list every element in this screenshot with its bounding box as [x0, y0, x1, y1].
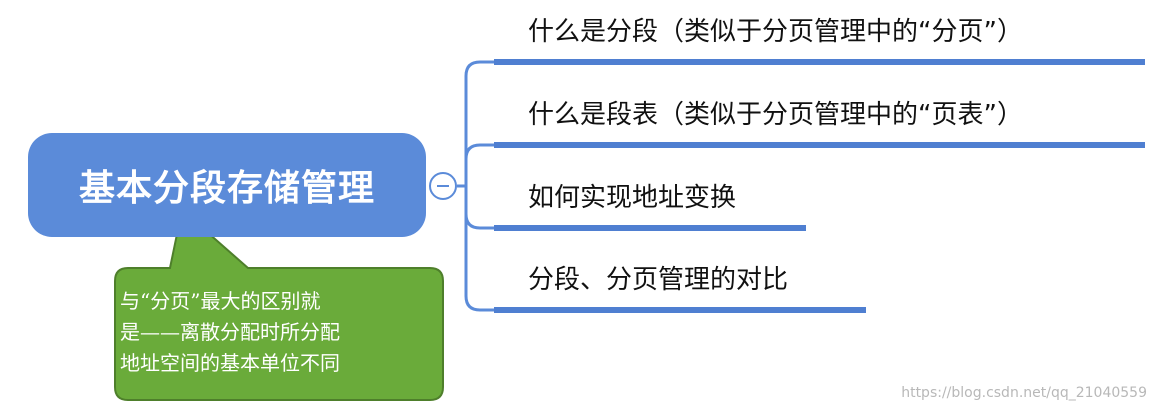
connector-branch-2	[464, 186, 494, 230]
collapse-icon[interactable]	[429, 172, 457, 200]
connector-branch-1	[464, 143, 494, 186]
callout-line: 地址空间的基本单位不同	[120, 351, 340, 375]
callout-bubble	[114, 208, 444, 401]
callout-note: 与“分页”最大的区别就 是——离散分配时所分配 地址空间的基本单位不同	[120, 286, 430, 379]
watermark-text: https://blog.csdn.net/qq_21040559	[901, 385, 1147, 401]
branch-topic-what-is-segmentation[interactable]: 什么是分段（类似于分页管理中的“分页”）	[528, 17, 1023, 47]
callout-line: 是——离散分配时所分配	[120, 320, 340, 344]
root-topic-node[interactable]: 基本分段存储管理	[28, 133, 426, 237]
branch-topic-what-is-segment-table[interactable]: 什么是段表（类似于分页管理中的“页表”）	[528, 100, 1023, 130]
branch-topic-address-translation[interactable]: 如何实现地址变换	[528, 183, 737, 213]
branch-topic-comparison[interactable]: 分段、分页管理的对比	[528, 265, 789, 295]
connector-branch-3	[464, 186, 494, 312]
callout-line: 与“分页”最大的区别就	[120, 289, 321, 313]
connector-branch-0	[464, 60, 494, 186]
